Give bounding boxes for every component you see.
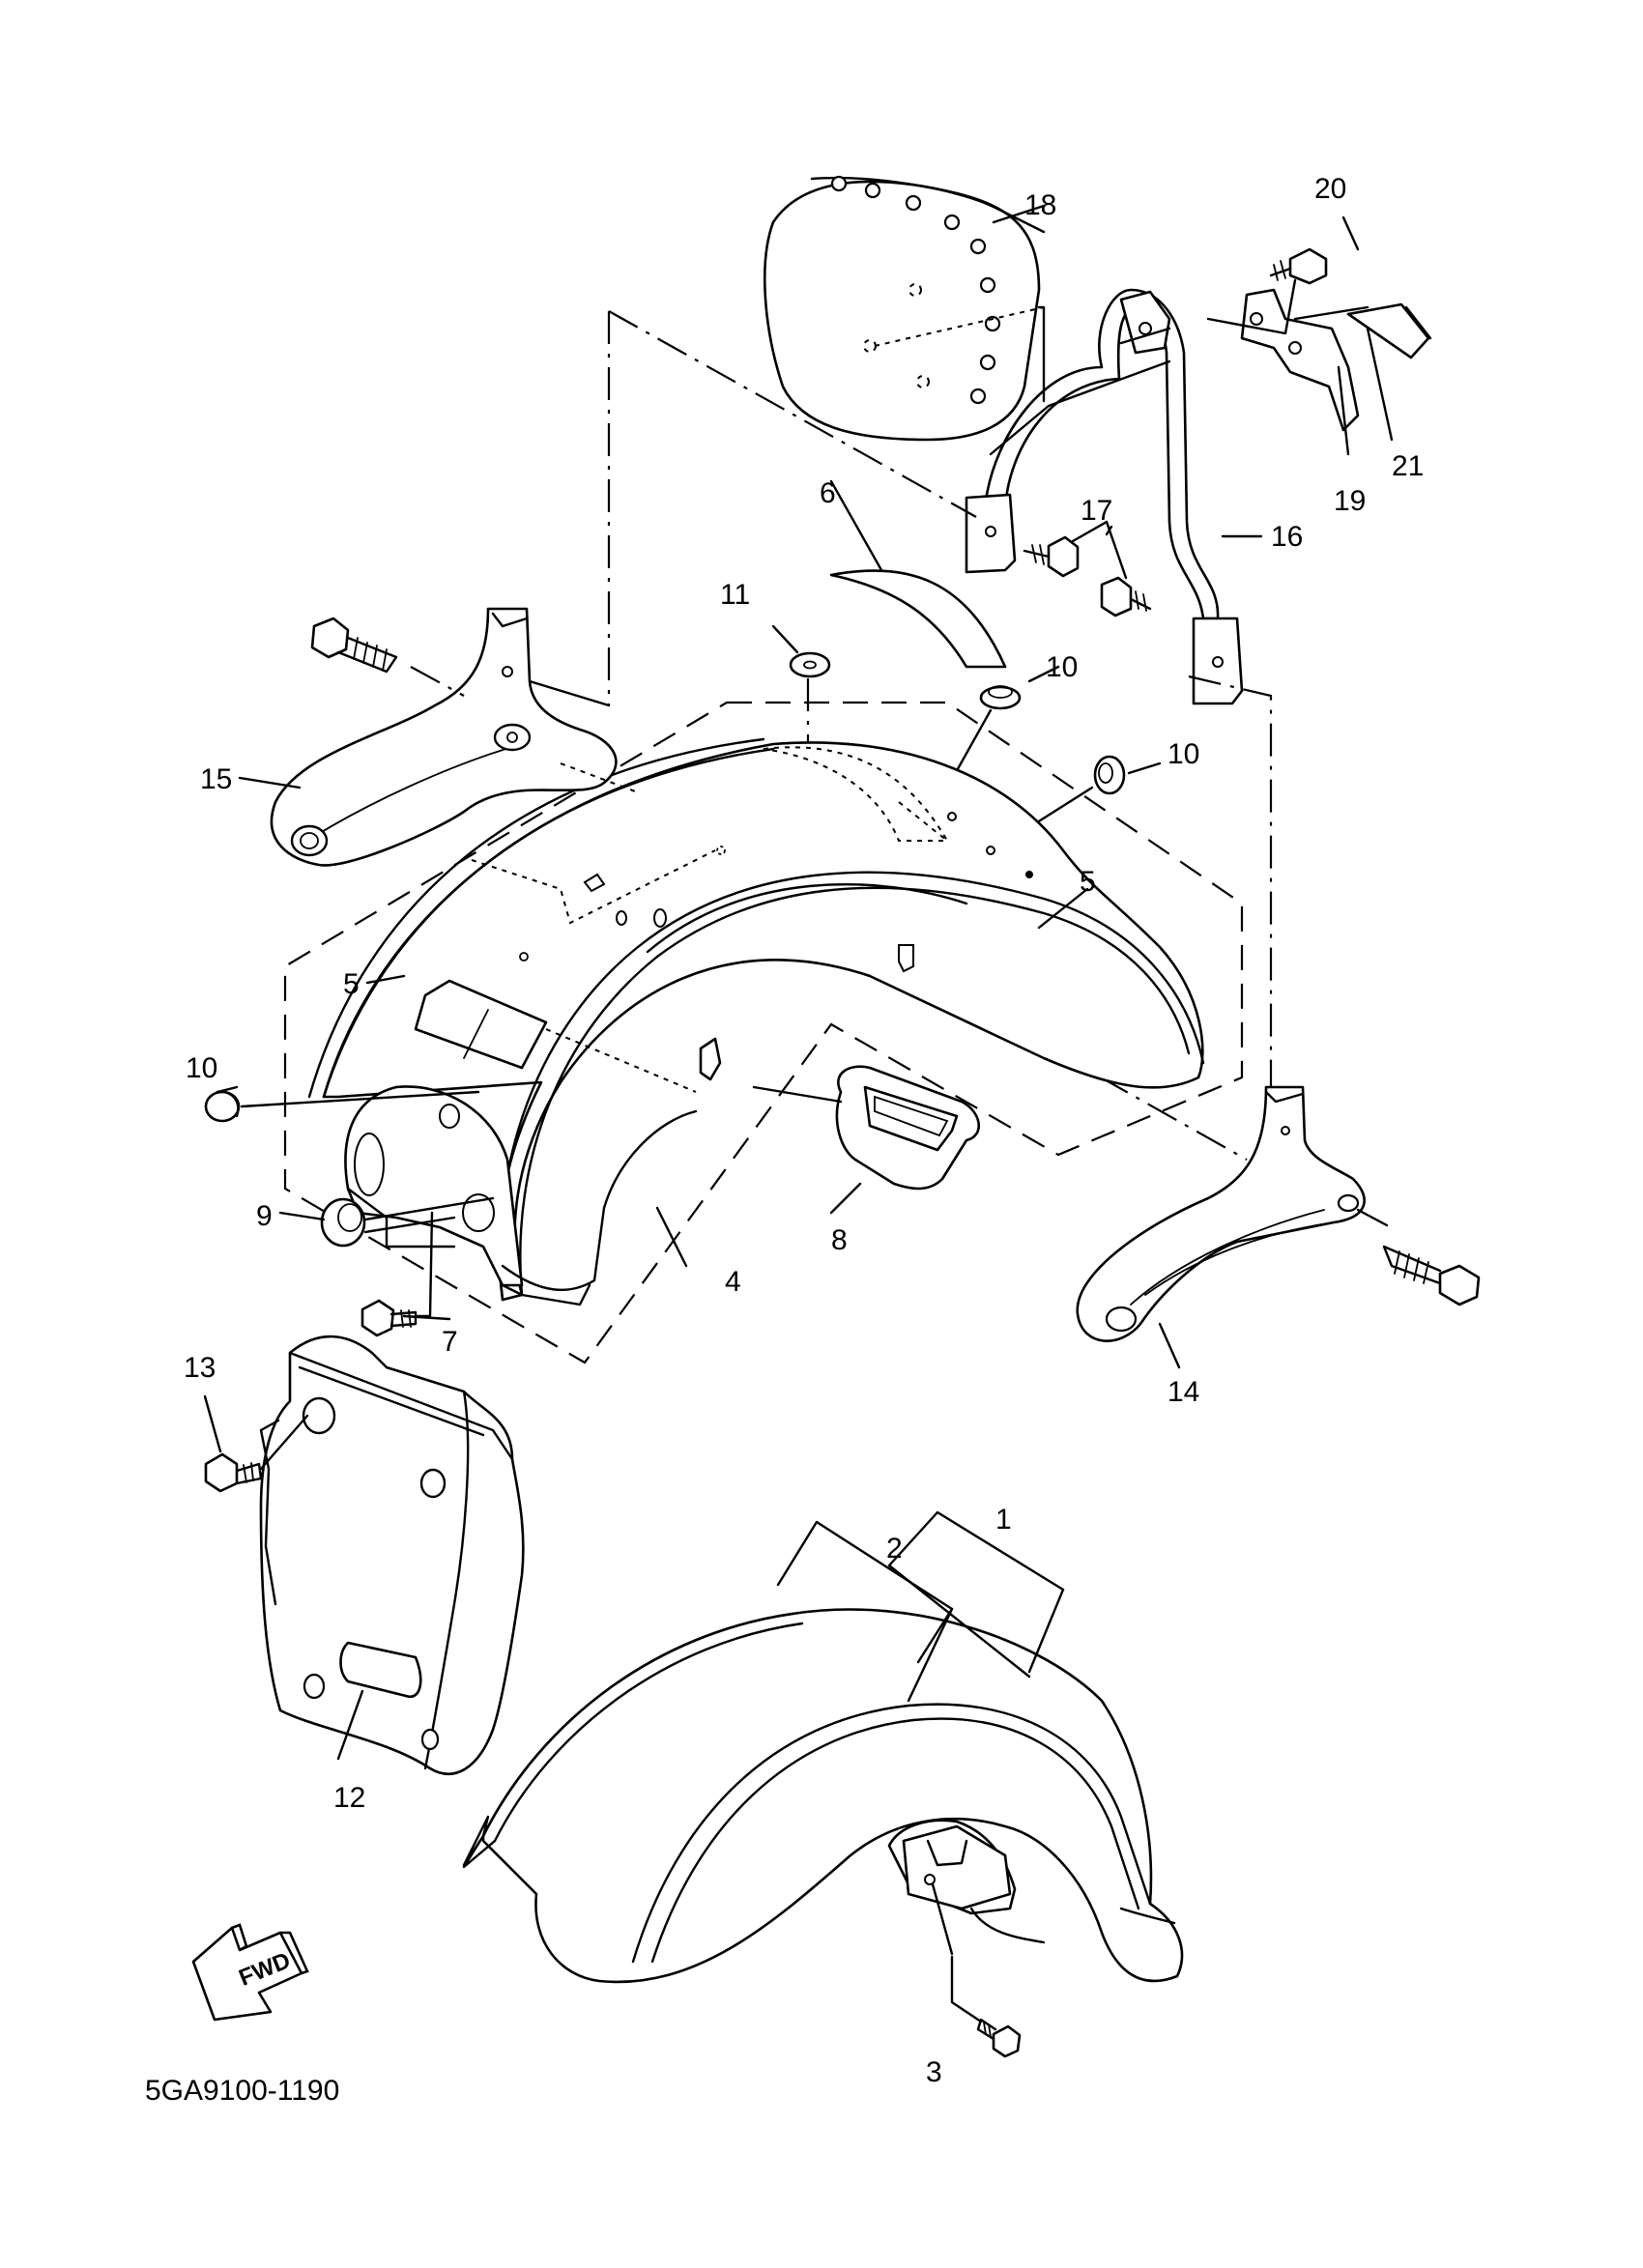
callout-6: 6 xyxy=(820,477,836,509)
callout-17: 17 xyxy=(1081,495,1112,527)
callout-19: 19 xyxy=(1334,485,1366,517)
stay-left-part-15 xyxy=(270,607,618,867)
callout-1: 1 xyxy=(995,1504,1012,1536)
callout-2: 2 xyxy=(886,1533,903,1565)
forward-arrow-icon: FWD xyxy=(191,1923,309,2022)
bolt-part-20 xyxy=(1269,247,1328,285)
callout-15: 15 xyxy=(200,763,232,795)
bracket-part-19 xyxy=(1240,288,1360,432)
rear-fender-part-5 xyxy=(307,737,1205,1306)
callout-12: 12 xyxy=(333,1782,365,1814)
callout-18: 18 xyxy=(1024,189,1056,221)
screw-part-3 xyxy=(931,1882,1022,2058)
assembly-boundary-part-4 xyxy=(283,701,1244,1364)
front-fender-part-1 xyxy=(481,1608,1184,1984)
callout-20: 20 xyxy=(1314,173,1346,205)
callout-21: 21 xyxy=(1392,450,1424,482)
callout-8: 8 xyxy=(831,1224,848,1256)
backrest-pad-part-18 xyxy=(764,175,1046,442)
diagram-code: 5GA9100-1190 xyxy=(145,2075,339,2107)
grommet-part-10-top xyxy=(948,665,1060,785)
pad-part-21 xyxy=(1346,302,1432,359)
callout-5-right: 5 xyxy=(1080,866,1096,898)
callout-4: 4 xyxy=(725,1266,741,1298)
callout-13: 13 xyxy=(184,1352,216,1384)
bolt-part-17 xyxy=(1023,520,1152,617)
callout-10-left: 10 xyxy=(186,1052,217,1084)
callout-9: 9 xyxy=(256,1200,273,1232)
callout-14: 14 xyxy=(1167,1376,1199,1408)
callout-16: 16 xyxy=(1271,521,1303,553)
callout-10-top: 10 xyxy=(1046,651,1078,683)
grommet-part-9 xyxy=(320,1196,495,1248)
callout-3: 3 xyxy=(926,2056,942,2088)
emblem-part-6 xyxy=(829,479,1007,669)
bolt-part-15 xyxy=(310,617,465,697)
callout-7: 7 xyxy=(442,1326,458,1358)
bolt-part-13 xyxy=(204,1414,309,1493)
callout-labels: 1 2 3 4 5 5 6 7 8 9 10 10 10 11 12 13 14… xyxy=(184,173,1424,2088)
backrest-tube-part-16 xyxy=(965,288,1244,705)
callout-10-right: 10 xyxy=(1167,738,1199,770)
reflector-part-8 xyxy=(829,1065,981,1215)
callout-11: 11 xyxy=(720,579,750,611)
side-cover-part-12 xyxy=(259,1335,525,1775)
bolt-part-14 xyxy=(1356,1208,1481,1306)
callout-5-left: 5 xyxy=(343,968,360,1000)
stay-right-part-14 xyxy=(1076,1085,1366,1342)
